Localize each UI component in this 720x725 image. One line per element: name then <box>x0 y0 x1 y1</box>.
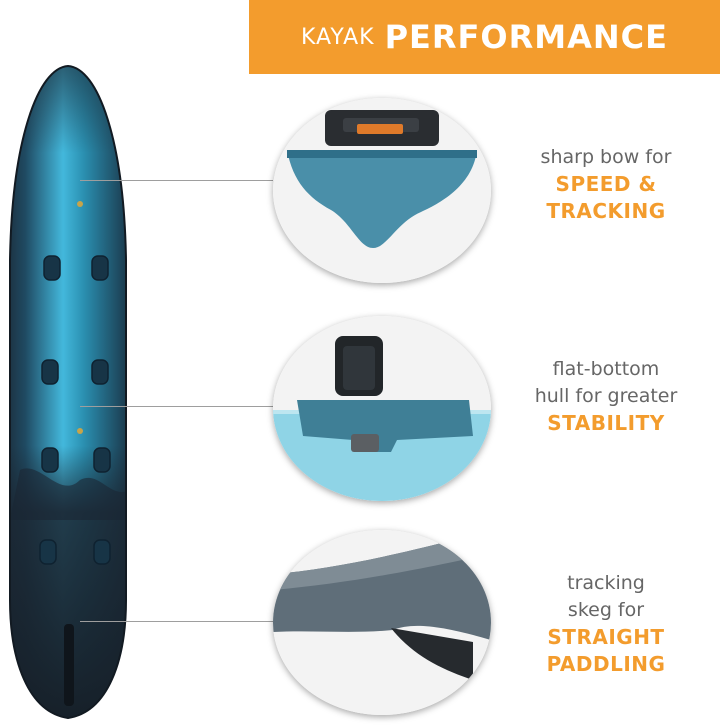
hull-connector-line <box>80 406 273 407</box>
kayak-illustration <box>9 64 127 720</box>
bow-connector-line <box>80 180 273 181</box>
feature-hull-description-line1: flat-bottom <box>552 358 660 380</box>
feature-bow: sharp bow for SPEED & TRACKING <box>492 144 720 225</box>
header-banner: KAYAK PERFORMANCE <box>249 0 720 74</box>
skeg-connector-line <box>80 621 273 622</box>
feature-bow-description: sharp bow for <box>540 146 672 168</box>
feature-skeg-description-line1: tracking <box>567 572 645 594</box>
feature-skeg: tracking skeg for STRAIGHT PADDLING <box>492 570 720 678</box>
feature-skeg-highlight-line1: STRAIGHT <box>547 625 665 649</box>
header-title: PERFORMANCE <box>384 18 668 56</box>
hull-detail-circle <box>273 316 491 501</box>
feature-hull: flat-bottom hull for greater STABILITY <box>492 356 720 437</box>
feature-skeg-description-line2: skeg for <box>567 599 645 621</box>
bow-detail-circle <box>273 98 491 283</box>
skeg-detail-circle <box>273 530 491 715</box>
feature-bow-highlight-line2: TRACKING <box>546 199 666 223</box>
header-prefix: KAYAK <box>301 24 375 50</box>
feature-hull-description-line2: hull for greater <box>534 385 678 407</box>
feature-hull-highlight: STABILITY <box>547 411 665 435</box>
feature-bow-highlight-line1: SPEED & <box>555 172 657 196</box>
feature-skeg-highlight-line2: PADDLING <box>546 652 666 676</box>
bow-marker-dot <box>77 201 83 207</box>
hull-marker-dot <box>77 428 83 434</box>
